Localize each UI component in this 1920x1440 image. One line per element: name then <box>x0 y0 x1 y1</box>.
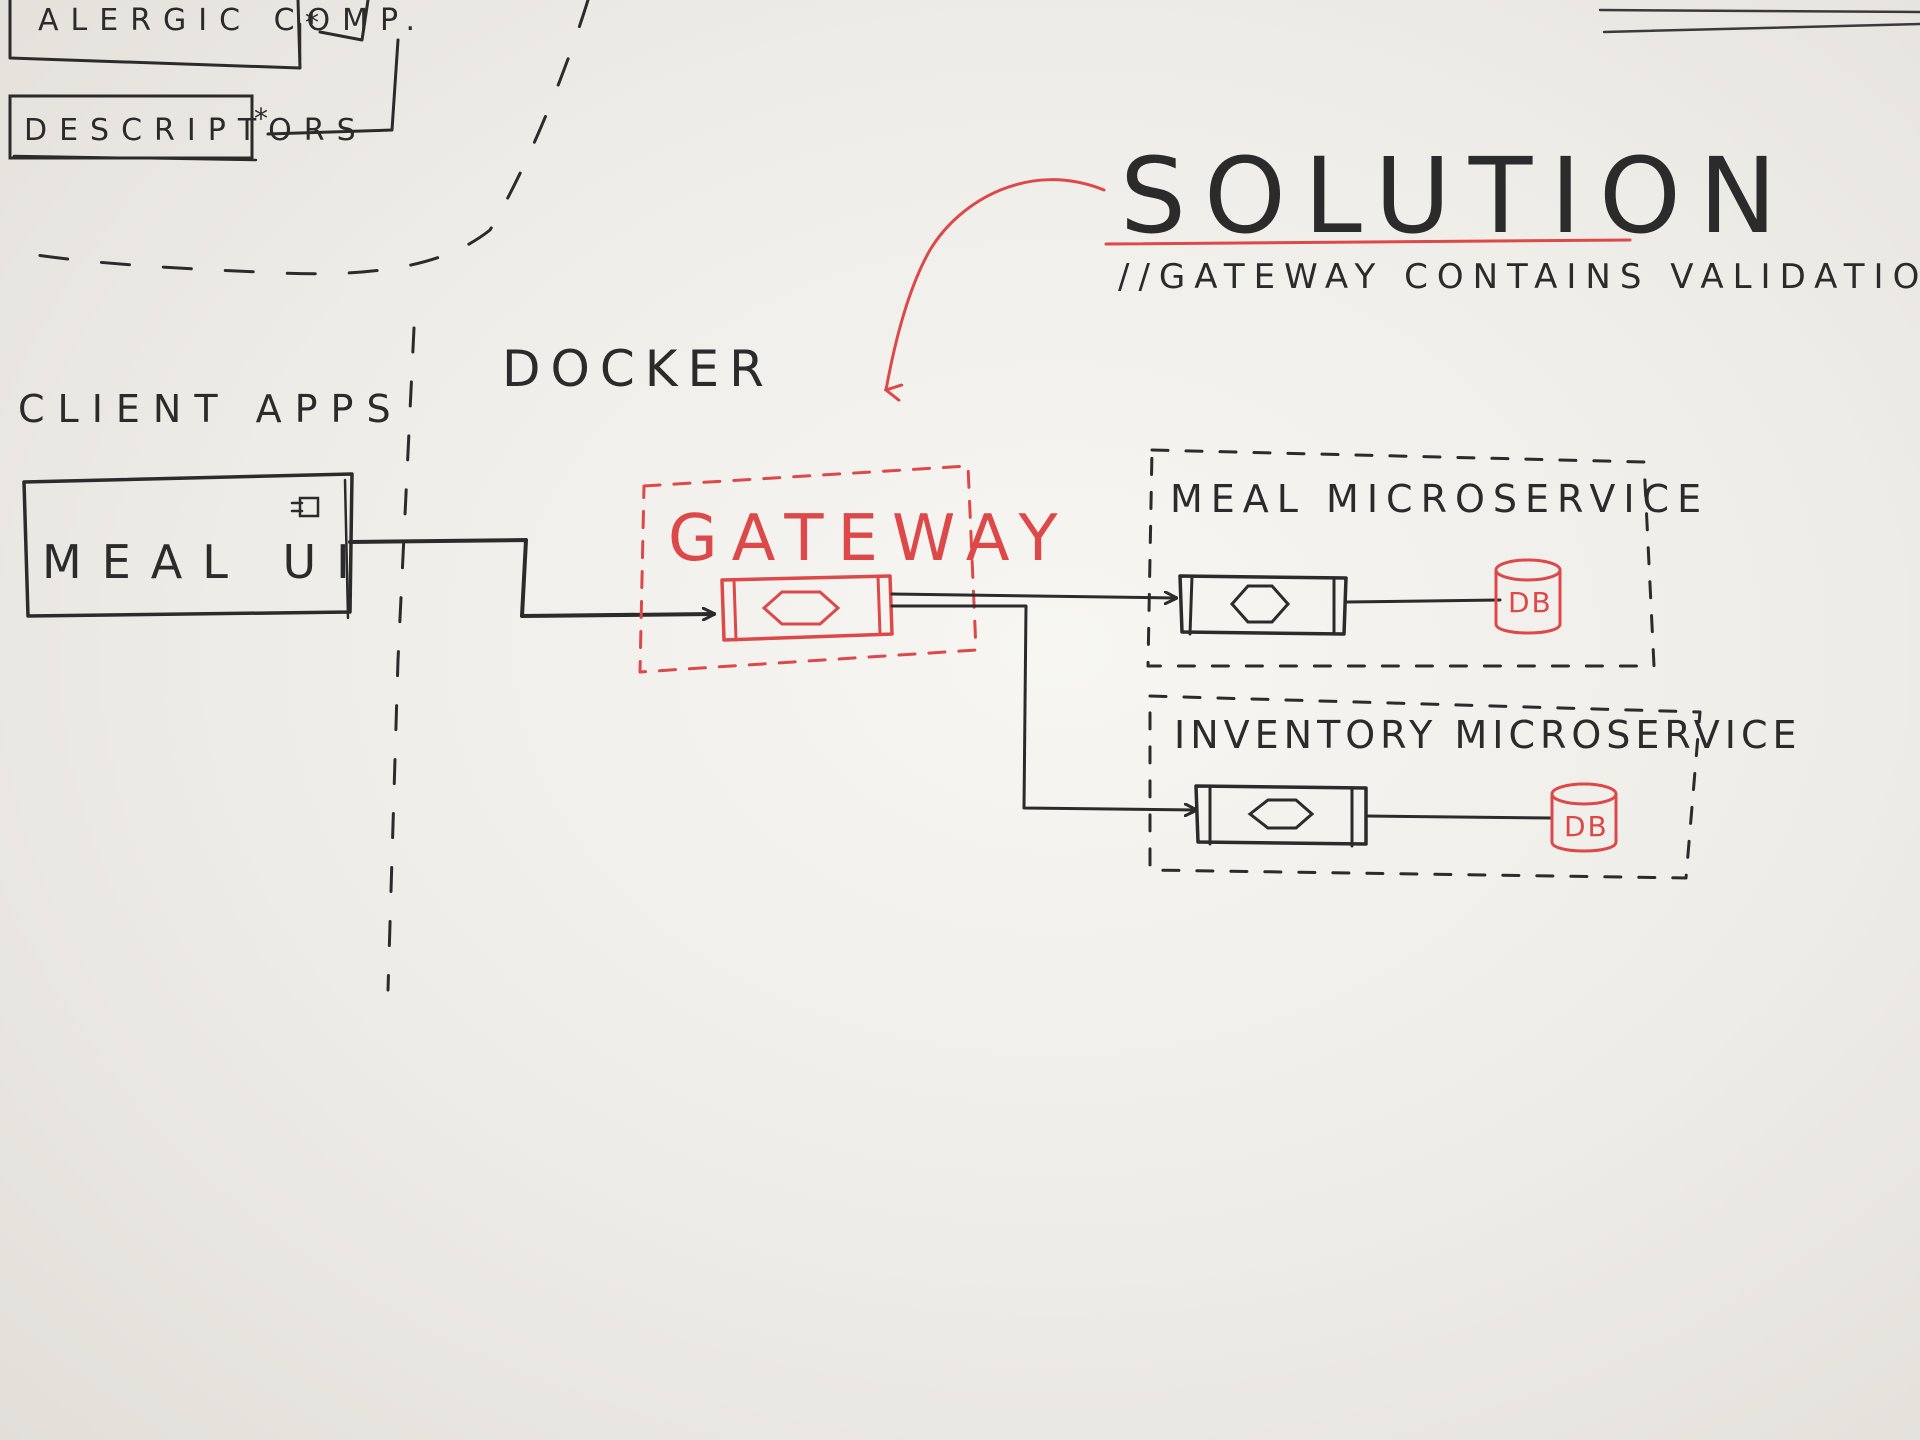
component-icon <box>290 496 320 518</box>
docker-label: DOCKER <box>502 340 774 398</box>
descriptors-marker: * <box>254 102 268 135</box>
allergic-comp-box: ALERGIC COMP. * <box>8 0 427 70</box>
gateway-label: GATEWAY <box>668 502 1072 576</box>
descriptors-label: DESCRIPTORS <box>24 113 368 148</box>
faint-line-2 <box>1602 22 1920 34</box>
meal-microservice-boundary <box>1146 448 1656 668</box>
meal-hexagon-icon <box>1229 584 1291 624</box>
inventory-hexagon-icon <box>1247 798 1315 830</box>
inventory-microservice-group: INVENTORY MICROSERVICE DB <box>1148 694 1802 880</box>
inventory-service-box <box>1194 784 1368 848</box>
solution-underline <box>1104 238 1632 246</box>
client-apps-label: CLIENT APPS <box>18 387 404 431</box>
meal-service-box <box>1178 574 1348 636</box>
allergic-comp-label: ALERGIC COMP. <box>38 3 427 38</box>
gateway-boundary <box>638 464 978 674</box>
meal-service-to-db-line <box>1344 598 1502 604</box>
connector-gateway-to-meal <box>890 594 1176 598</box>
solution-subtitle: //GATEWAY CONTAINS VALIDATIONS. <box>1118 257 1920 297</box>
gateway-hexagon-icon <box>761 590 841 626</box>
boundary-curve <box>28 0 590 276</box>
gateway-group: GATEWAY <box>638 464 1072 674</box>
meal-ui-label: MEAL UI <box>42 535 370 589</box>
connector-gateway-to-inventory <box>890 604 1196 810</box>
faint-line-1 <box>1598 8 1920 14</box>
inventory-microservice-label: INVENTORY MICROSERVICE <box>1174 713 1802 757</box>
inventory-microservice-boundary <box>1148 694 1702 880</box>
meal-db-label: DB <box>1508 586 1553 619</box>
gateway-service-box <box>720 574 894 642</box>
meal-ui-box: MEAL UI <box>22 472 370 620</box>
solution-arrow <box>886 178 1106 390</box>
connector-mealui-to-gateway <box>348 538 714 616</box>
descriptors-box: DESCRIPTORS * <box>8 38 400 162</box>
client-docker-separator <box>386 326 416 992</box>
meal-microservice-group: MEAL MICROSERVICE DB <box>1146 448 1709 668</box>
inventory-db-label: DB <box>1564 810 1609 843</box>
meal-microservice-label: MEAL MICROSERVICE <box>1170 477 1709 521</box>
meal-db-icon: DB <box>1494 558 1562 635</box>
inventory-service-to-db-line <box>1364 814 1554 820</box>
allergic-comp-marker: * <box>305 6 319 39</box>
inventory-db-icon: DB <box>1550 782 1618 853</box>
solution-title: SOLUTION <box>1120 135 1795 257</box>
